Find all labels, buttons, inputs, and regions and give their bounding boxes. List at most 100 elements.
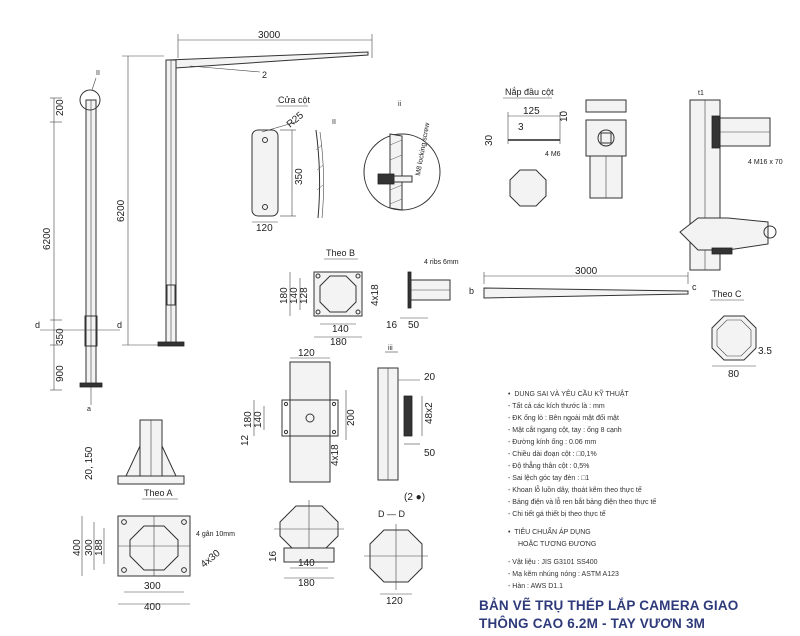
- c-dim-80: 80: [728, 369, 740, 380]
- b-dim-140h: 140: [332, 324, 349, 335]
- title-line-2: THÔNG CAO 6.2M - TAY VƯƠN 3M: [479, 616, 706, 631]
- o-dim-120: 120: [386, 596, 403, 607]
- notes-item: - Khoan lỗ luồn dây, thoát kẽm theo thực…: [508, 487, 642, 494]
- theo-a-label: Theo A: [144, 488, 173, 498]
- iii-label: iii: [388, 345, 393, 352]
- dim-200-top: 200: [55, 99, 66, 116]
- theo-c-label: Theo C: [712, 289, 742, 299]
- pole-elevation-main: 3000 2 6200: [116, 30, 373, 347]
- notes-item: - Mạ kẽm nhúng nóng : ASTM A123: [508, 571, 619, 578]
- dim-6200-mid: 6200: [116, 199, 127, 222]
- dim-r25: R25: [285, 110, 306, 131]
- notes-item: - Vật liệu : JIS G3101 SS400: [508, 559, 598, 566]
- theo-c-detail: Theo C 3.5 80: [710, 289, 772, 380]
- a-dim-400h: 400: [144, 602, 161, 613]
- b-dim-140: 140: [289, 287, 300, 304]
- side-profile-detail: 20 48x2 50 (2 ●) D — D: [377, 367, 436, 519]
- a-dim-300h: 300: [144, 581, 161, 592]
- dim-6200-left: 6200: [42, 227, 53, 250]
- a-dim-400: 400: [72, 539, 83, 556]
- dim-120-door: 120: [256, 223, 273, 234]
- cua-cot-label: Cửa cột: [278, 95, 311, 105]
- dim-30: 30: [484, 134, 495, 146]
- dd-octagon-section: 120: [364, 524, 428, 607]
- a-dim-188: 188: [94, 539, 105, 556]
- four-m6: 4 M6: [545, 151, 561, 158]
- section-d-left: d: [35, 320, 40, 330]
- pole-elevation-left: 200 6200 350 900 II d d a: [35, 70, 122, 413]
- m-dim-200: 200: [346, 409, 357, 426]
- dim-350: 350: [55, 328, 66, 345]
- m-dim-12: 12: [240, 434, 251, 446]
- notes-item: - Tất cả các kích thước là : mm: [508, 403, 605, 410]
- mark-ii-a: II: [96, 70, 100, 77]
- r-dim-20: 20: [424, 372, 436, 383]
- notes-item: - Độ thẳng thân cột : 0,5%: [508, 463, 590, 470]
- b-dim-180h: 180: [330, 337, 347, 348]
- notes-item: - Bảng điện và lỗ ren bắt bảng điện theo…: [508, 499, 657, 506]
- notes-item: - Sai lệch góc tay đèn : □1: [508, 475, 590, 482]
- m-dim-4x18: 4x18: [330, 444, 341, 466]
- arm-dim-3000: 3000: [575, 266, 598, 277]
- theo-a-plate: 400 300 188 4 gân 10mm 4x30 300 400: [72, 515, 235, 613]
- section-2: 2: [262, 70, 267, 80]
- mid-door-plate: 120 180 140 12 200 4x18 iii: [240, 345, 398, 483]
- notes-item: - Hàn : AWS D1.1: [508, 583, 563, 590]
- b-dim-16: 16: [386, 320, 398, 331]
- m8-locking-text: M8 locking screw: [415, 121, 431, 176]
- t1-detail: t1 4 M16 x 70: [679, 90, 783, 271]
- drawing-title: BẢN VẼ TRỤ THÉP LẮP CAMERA GIAO THÔNG CA…: [479, 597, 799, 633]
- dim-3: 3: [518, 122, 524, 133]
- octagon-section-middle: 16 140 180: [268, 500, 344, 589]
- a-dim-4x30: 4x30: [199, 548, 223, 571]
- mark-ii-detail: ii: [398, 101, 402, 108]
- notes-item: - ĐK ống lò : Bên ngoài mặt đối mặt: [508, 415, 619, 422]
- nap-dau-cot-label: Nắp đầu cột: [505, 87, 554, 97]
- m-dim-140: 140: [253, 411, 264, 428]
- four-ribs: 4 ribs 6mm: [424, 259, 459, 266]
- dim-350-door: 350: [294, 168, 305, 185]
- notes-item: - Đường kính ống : 0.06 mm: [508, 439, 597, 446]
- section-d-right: d: [117, 320, 122, 330]
- title-line-1: BẢN VẼ TRỤ THÉP LẮP CAMERA GIAO: [479, 598, 739, 613]
- notes-item: - Chiều dài đoạn cột : □0,1%: [508, 451, 597, 458]
- b-dim-180: 180: [279, 287, 290, 304]
- r-dim-2: (2 ●): [404, 492, 425, 503]
- notes-heading-1: • DUNG SAI VÀ YÊU CẦU KỸ THUẬT: [508, 391, 629, 398]
- door-detail: Cửa cột R25 350 120 II: [251, 95, 336, 234]
- technical-notes: • DUNG SAI VÀ YÊU CẦU KỸ THUẬT - Tất cả …: [508, 389, 798, 593]
- m-dim-120: 120: [298, 348, 315, 359]
- notes-item: - Chi tiết gá thiết bị theo thực tế: [508, 511, 606, 518]
- arm-detail: 3000 b c: [469, 266, 697, 299]
- m-dim-180: 180: [243, 411, 254, 428]
- cap-detail: Nắp đầu cột 125 3 30 10 4 M6: [484, 87, 627, 207]
- c-dim-35: 3.5: [758, 346, 772, 357]
- dim-3000-top: 3000: [258, 30, 281, 41]
- base-dim-20-150: 20, 150: [84, 446, 95, 480]
- mark-ii-b: II: [332, 119, 336, 126]
- notes-heading-2b: HOẶC TƯƠNG ĐƯƠNG: [518, 541, 597, 548]
- a-dim-300: 300: [84, 539, 95, 556]
- o-dim-16: 16: [268, 550, 279, 562]
- dim-125: 125: [523, 106, 540, 117]
- theo-b-label: Theo B: [326, 248, 355, 258]
- four-m16: 4 M16 x 70: [748, 159, 783, 166]
- b-dim-50: 50: [408, 320, 420, 331]
- b-dim-128: 128: [299, 287, 310, 304]
- notes-heading-2: • TIÊU CHUẨN ÁP DỤNG: [508, 529, 591, 536]
- o-dim-180: 180: [298, 578, 315, 589]
- section-a: a: [87, 406, 91, 413]
- b-dim-4x18: 4x18: [370, 284, 381, 306]
- base-weld-detail: 20, 150 Theo A: [84, 419, 185, 500]
- dim-900: 900: [55, 365, 66, 382]
- notes-item: - Mặt cắt ngang cột, tay : ống 8 cạnh: [508, 427, 622, 434]
- t1-label: t1: [698, 90, 704, 97]
- locking-screw-detail: ii M8 locking screw: [363, 101, 441, 211]
- a-gan: 4 gân 10mm: [196, 531, 235, 538]
- r-dim-48x2: 48x2: [424, 402, 435, 424]
- o-dim-140: 140: [298, 558, 315, 569]
- theo-b-detail: Theo B 180 140 128 4x18 140 180 4 ribs 6…: [279, 248, 459, 348]
- dim-10: 10: [559, 110, 570, 122]
- arm-c: c: [692, 282, 697, 292]
